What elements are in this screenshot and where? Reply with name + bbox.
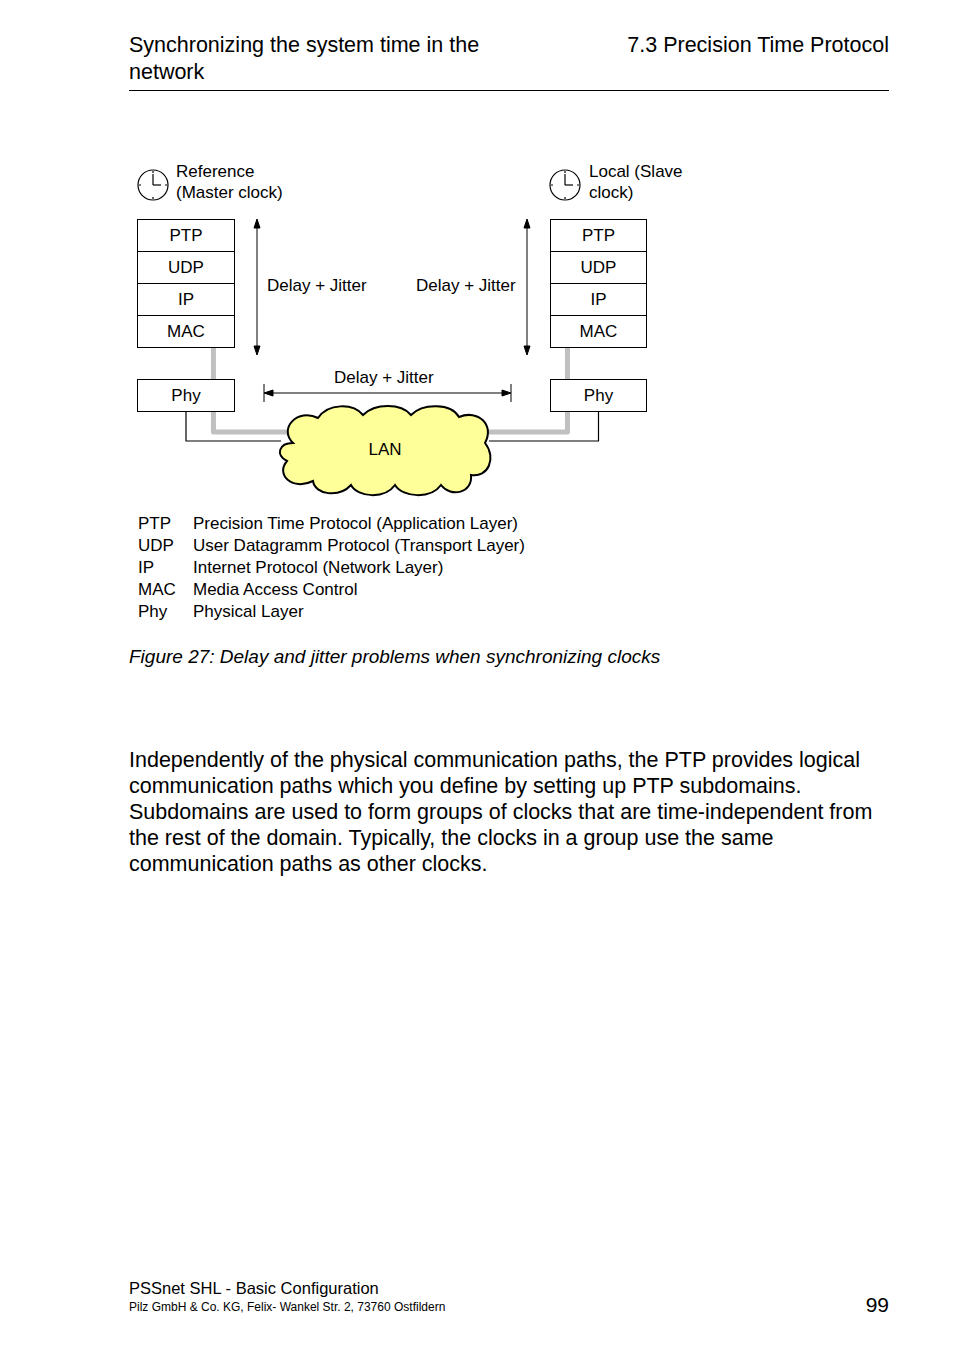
cloud-label: LAN	[368, 440, 401, 460]
legend-text: Precision Time Protocol (Application Lay…	[193, 513, 518, 534]
clock-label: Local (Slave clock)	[589, 161, 699, 204]
delay-label: Delay + Jitter	[265, 275, 369, 296]
delay-label: Delay + Jitter	[332, 367, 436, 388]
header-rule	[129, 90, 889, 91]
layer-name: Phy	[171, 386, 200, 406]
legend-text: Internet Protocol (Network Layer)	[193, 557, 443, 578]
layer-name: IP	[178, 290, 194, 310]
layer-name: MAC	[167, 322, 205, 342]
legend-text: Physical Layer	[193, 601, 304, 622]
figure-caption: Figure 27: Delay and jitter problems whe…	[129, 646, 660, 668]
layer-name: Phy	[584, 386, 613, 406]
legend-abbr: PTP	[138, 513, 171, 534]
layer-box: MAC	[550, 315, 647, 348]
layer-box: UDP	[137, 251, 235, 284]
layer-box: Phy	[137, 379, 235, 412]
lan-cloud: LAN	[273, 403, 497, 497]
layer-name: UDP	[168, 258, 204, 278]
layer-box: MAC	[137, 315, 235, 348]
legend-text: Media Access Control	[193, 579, 357, 600]
layer-box: IP	[550, 283, 647, 316]
layer-name: PTP	[582, 226, 615, 246]
legend-text: User Datagramm Protocol (Transport Layer…	[193, 535, 525, 556]
legend-abbr: UDP	[138, 535, 174, 556]
dimension-arrow	[254, 219, 260, 355]
legend-abbr: IP	[138, 557, 154, 578]
layer-box: Phy	[550, 379, 647, 412]
layer-name: MAC	[580, 322, 618, 342]
layer-box: IP	[137, 283, 235, 316]
layer-name: IP	[590, 290, 606, 310]
layer-box: UDP	[550, 251, 647, 284]
section-title: 7.3 Precision Time Protocol	[500, 32, 889, 59]
footer-title: PSSnet SHL - Basic Configuration	[129, 1278, 379, 1299]
wire	[186, 412, 281, 441]
wire	[489, 412, 599, 441]
legend-abbr: MAC	[138, 579, 176, 600]
header-title: Synchronizing the system time in the net…	[129, 32, 519, 86]
layer-box: PTP	[550, 219, 647, 252]
footer-address: Pilz GmbH & Co. KG, Felix- Wankel Str. 2…	[129, 1300, 445, 1315]
signal-path	[213, 238, 574, 432]
legend-abbr: Phy	[138, 601, 167, 622]
body-paragraph: Independently of the physical communicat…	[129, 747, 894, 877]
layer-box: PTP	[137, 219, 235, 252]
clock-icon	[550, 170, 580, 200]
layer-name: PTP	[169, 226, 202, 246]
dimension-arrow	[524, 219, 530, 355]
clock-icon	[138, 170, 168, 200]
layer-name: UDP	[581, 258, 617, 278]
page-number: 99	[800, 1292, 889, 1318]
clock-label: Reference (Master clock)	[176, 161, 306, 204]
delay-label: Delay + Jitter	[414, 275, 518, 296]
